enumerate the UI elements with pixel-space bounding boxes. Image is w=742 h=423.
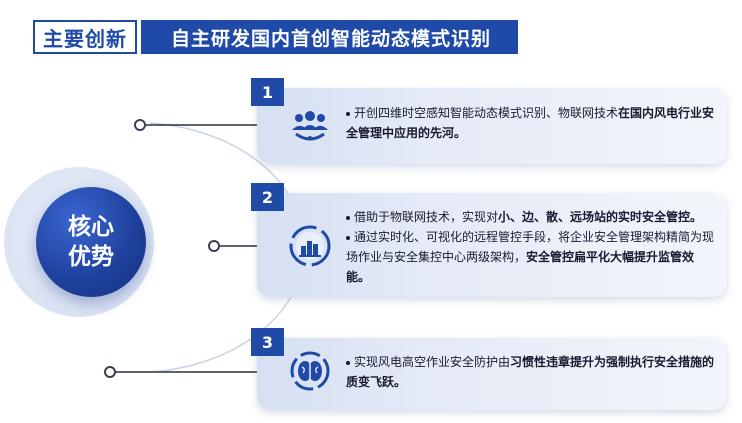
card-2-item-1: 借助于物联网技术，实现对小、边、散、远场站的实时安全管控。 xyxy=(346,207,718,227)
section-tag: 主要创新 xyxy=(33,20,137,54)
core-line-2: 优势 xyxy=(68,244,114,270)
card-1-item-1: 开创四维时空感知智能动态模式识别、物联网技术在国内风电行业安全管理中应用的先河。 xyxy=(346,106,715,140)
card-text-3: 实现风电高空作业安全防护由习惯性违章提升为强制执行安全措施的质变飞跃。 xyxy=(346,352,718,392)
people-group-icon xyxy=(287,102,333,148)
page-title: 自主研发国内首创智能动态模式识别 xyxy=(141,20,518,54)
card-number-1: 1 xyxy=(251,78,284,106)
card-text-1: 开创四维时空感知智能动态模式识别、物联网技术在国内风电行业安全管理中应用的先河。 xyxy=(346,103,716,143)
connector-dot-3 xyxy=(104,366,116,378)
connector-dot-2 xyxy=(208,240,220,252)
card-3-item-1: 实现风电高空作业安全防护由习惯性违章提升为强制执行安全措施的质变飞跃。 xyxy=(346,355,715,389)
core-line-1: 核心 xyxy=(68,214,114,240)
brain-icon xyxy=(287,348,333,394)
card-3 xyxy=(257,338,727,410)
building-chart-icon xyxy=(287,223,333,269)
card-number-2: 2 xyxy=(251,183,284,211)
card-number-3: 3 xyxy=(251,328,284,356)
card-1 xyxy=(257,88,727,164)
core-badge: 核心 优势 xyxy=(36,187,146,297)
card-2 xyxy=(257,193,727,297)
connector-dot-1 xyxy=(134,119,146,131)
card-2-item-2: 通过实时化、可视化的远程管控手段，将企业安全管理架构精简为现场作业与安全集控中心… xyxy=(346,230,715,284)
card-text-2: 借助于物联网技术，实现对小、边、散、远场站的实时安全管控。 通过实时化、可视化的… xyxy=(346,207,718,287)
